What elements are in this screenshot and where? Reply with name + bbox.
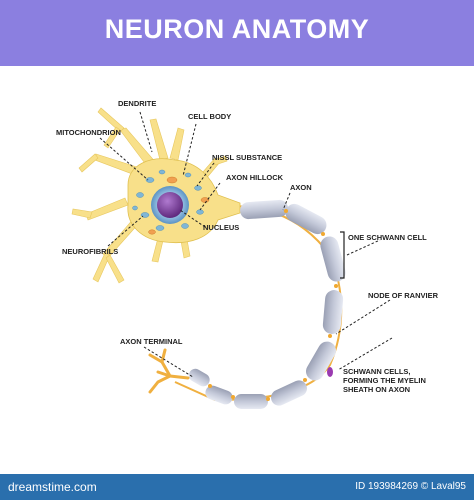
label-node-of-ranvier: NODE OF RANVIER: [368, 291, 439, 300]
label-schwann-cells-line2: FORMING THE MYELIN: [343, 376, 426, 385]
label-schwann-cells-line1: SCHWANN CELLS,: [343, 367, 411, 376]
label-mitochondrion: MITOCHONDRION: [56, 128, 121, 137]
label-axon: AXON: [290, 183, 312, 192]
label-axon-hillock: AXON HILLOCK: [226, 173, 284, 182]
page-title: NEURON ANATOMY: [104, 14, 370, 44]
myelin-sheath: [188, 199, 346, 409]
label-axon-terminal: AXON TERMINAL: [120, 337, 183, 346]
label-schwann-cells-line3: SHEATH ON AXON: [343, 385, 410, 394]
leader-lines: [99, 111, 393, 378]
label-dendrite: DENDRITE: [118, 99, 156, 108]
nissl-vesicles: [132, 169, 204, 231]
footer-site: dreamstime.com: [8, 480, 97, 494]
footer-bar: dreamstime.com ID 193984269 © Laval95: [0, 474, 474, 500]
dendrites: [71, 107, 228, 284]
schwann-cell-bracket: [340, 231, 345, 279]
axon-terminal-branches: [148, 348, 190, 394]
label-nucleus: NUCLEUS: [203, 223, 239, 232]
nodes-of-ranvier: [208, 209, 338, 401]
schwann-nucleus-icon: [327, 367, 333, 377]
label-one-schwann-cell: ONE SCHWANN CELL: [348, 233, 427, 242]
mitochondria: [148, 176, 210, 235]
title-banner: NEURON ANATOMY: [0, 0, 474, 66]
label-neurofibrils: NEUROFIBRILS: [62, 247, 118, 256]
label-cell-body: CELL BODY: [188, 112, 231, 121]
label-nissl-substance: NISSL SUBSTANCE: [212, 153, 282, 162]
nucleus-icon: [157, 192, 183, 218]
footer-id: ID 193984269 © Laval95: [355, 481, 466, 492]
